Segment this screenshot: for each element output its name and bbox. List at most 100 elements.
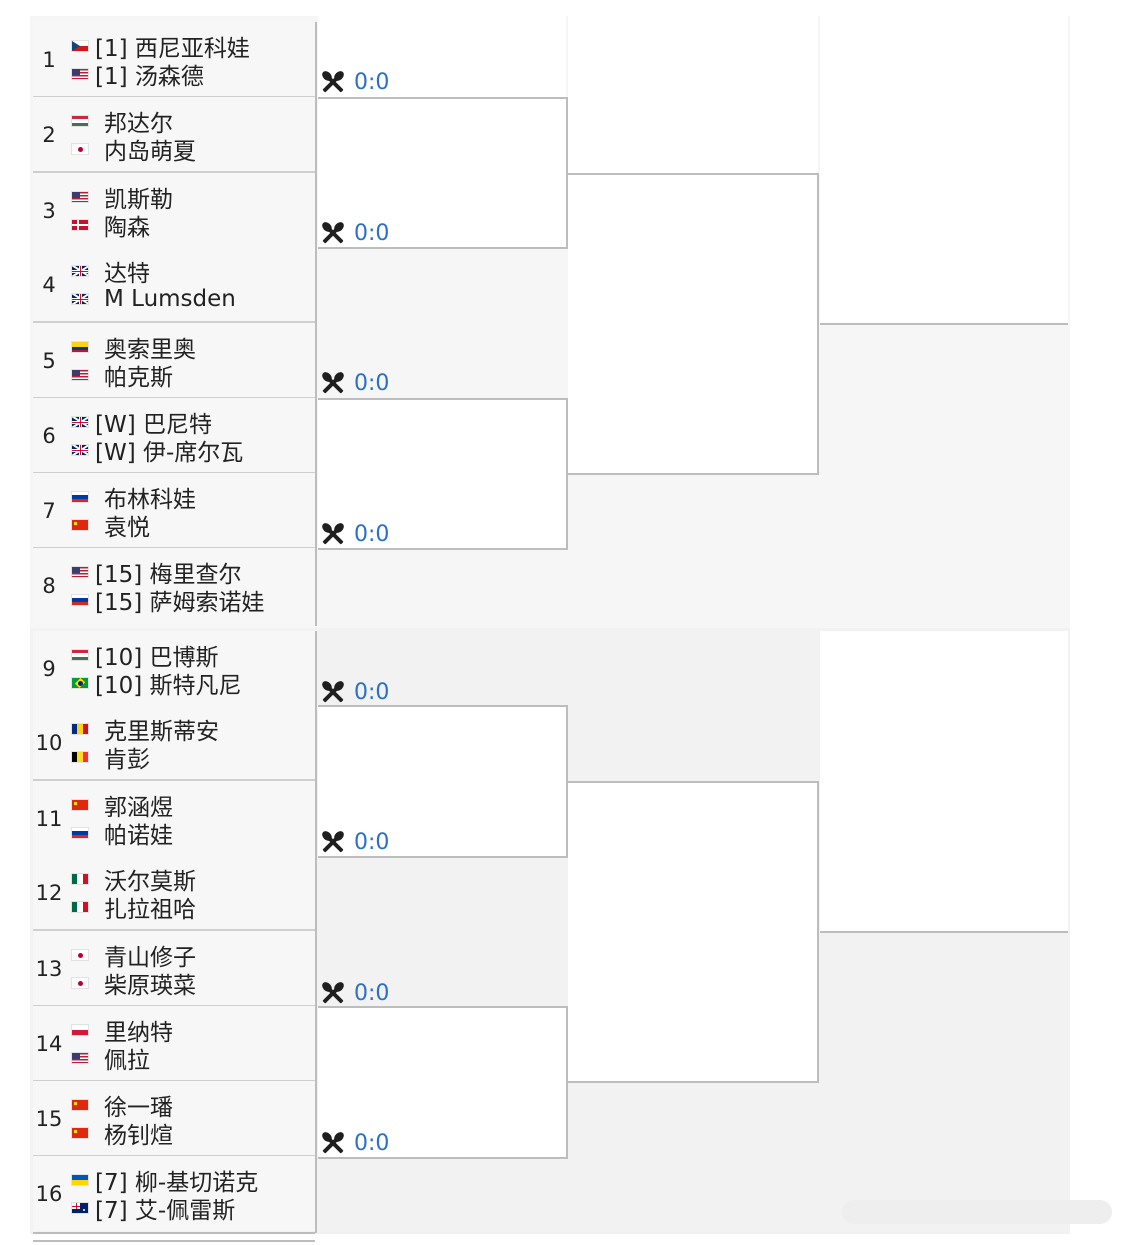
match-score[interactable]: 0:0 bbox=[320, 219, 389, 247]
tennis-racket-crossed-icon bbox=[322, 372, 344, 394]
draw-slot[interactable]: 11 郭涵煜帕诺娃 bbox=[33, 781, 315, 856]
player-name: 杨钊煊 bbox=[104, 1123, 173, 1149]
player-entry[interactable]: 里纳特 bbox=[71, 1016, 173, 1046]
player-entry[interactable]: M Lumsden bbox=[71, 285, 236, 313]
gb-flag-icon bbox=[71, 444, 89, 456]
co-flag-icon bbox=[71, 341, 89, 353]
ru-flag-icon bbox=[71, 594, 89, 606]
ru-flag-icon bbox=[71, 827, 89, 839]
player-entry[interactable]: 柴原瑛菜 bbox=[71, 969, 196, 999]
player-entry[interactable]: [W] 巴尼特 bbox=[71, 408, 212, 438]
draw-slot[interactable]: 10 克里斯蒂安肯彭 bbox=[33, 705, 315, 780]
match-score[interactable]: 0:0 bbox=[320, 68, 389, 96]
player-entry[interactable]: [15] 萨姆索诺娃 bbox=[71, 586, 265, 616]
bracket-cell bbox=[820, 631, 1068, 931]
player-name: 凯斯勒 bbox=[104, 187, 173, 213]
player-entry[interactable]: 青山修子 bbox=[71, 941, 196, 971]
score-value: 0:0 bbox=[354, 220, 390, 246]
player-entry[interactable]: 帕诺娃 bbox=[71, 819, 173, 849]
player-entry[interactable]: 帕克斯 bbox=[71, 361, 173, 391]
player-entry[interactable]: 佩拉 bbox=[71, 1044, 150, 1074]
bracket-cell bbox=[318, 705, 566, 856]
draw-position-number: 5 bbox=[42, 348, 56, 373]
player-entry[interactable]: [7] 艾-佩雷斯 bbox=[71, 1194, 235, 1224]
draw-slot[interactable]: 8[15] 梅里查尔[15] 萨姆索诺娃 bbox=[33, 548, 315, 623]
draw-position-number: 9 bbox=[42, 656, 56, 681]
be-flag-icon bbox=[71, 751, 89, 763]
player-entry[interactable]: [W] 伊-席尔瓦 bbox=[71, 436, 243, 466]
br-flag-icon bbox=[71, 677, 89, 689]
player-entry[interactable]: [10] 巴博斯 bbox=[71, 641, 219, 671]
match-score[interactable]: 0:0 bbox=[320, 520, 389, 548]
player-entry[interactable]: 肯彭 bbox=[71, 743, 150, 773]
bracket-horizontal-line bbox=[568, 781, 818, 783]
tennis-racket-crossed-icon bbox=[322, 831, 344, 853]
player-name: 内岛萌夏 bbox=[104, 139, 196, 165]
bracket-cell bbox=[568, 16, 818, 173]
player-entry[interactable]: 袁悦 bbox=[71, 511, 150, 541]
player-name: [1] 汤森德 bbox=[95, 64, 204, 90]
draw-position-number: 11 bbox=[35, 806, 63, 831]
bracket-horizontal-line bbox=[568, 1081, 818, 1083]
player-name: 柴原瑛菜 bbox=[104, 973, 196, 999]
bracket-horizontal-line bbox=[820, 323, 1068, 325]
player-entry[interactable]: 奥索里奥 bbox=[71, 333, 196, 363]
us-flag-icon bbox=[71, 369, 89, 381]
player-entry[interactable]: 沃尔莫斯 bbox=[71, 865, 196, 895]
player-entry[interactable]: 郭涵煜 bbox=[71, 791, 173, 821]
player-entry[interactable]: 扎拉祖哈 bbox=[71, 893, 196, 923]
player-entry[interactable]: 邦达尔 bbox=[71, 107, 173, 137]
gb-flag-icon bbox=[71, 293, 89, 305]
player-name: 沃尔莫斯 bbox=[104, 869, 196, 895]
match-score[interactable]: 0:0 bbox=[320, 678, 389, 706]
us-flag-icon bbox=[71, 1052, 89, 1064]
match-score[interactable]: 0:0 bbox=[320, 828, 389, 856]
scroll-indicator[interactable] bbox=[842, 1200, 1112, 1224]
draw-position-number: 1 bbox=[42, 47, 56, 72]
hu-flag-icon bbox=[71, 115, 89, 127]
cn-flag-icon bbox=[71, 519, 89, 531]
bracket-cell bbox=[318, 16, 566, 97]
tennis-racket-crossed-icon bbox=[322, 1132, 344, 1154]
player-entry[interactable]: 陶森 bbox=[71, 211, 150, 241]
player-entry[interactable]: [15] 梅里查尔 bbox=[71, 558, 242, 588]
match-score[interactable]: 0:0 bbox=[320, 979, 389, 1007]
player-entry[interactable]: 徐一璠 bbox=[71, 1091, 173, 1121]
match-score[interactable]: 0:0 bbox=[320, 369, 389, 397]
draw-slot[interactable]: 9 [10] 巴博斯[10] 斯特凡尼 bbox=[33, 631, 315, 706]
match-score[interactable]: 0:0 bbox=[320, 1129, 389, 1157]
cz-flag-icon bbox=[71, 40, 89, 52]
bracket-cell bbox=[318, 1006, 566, 1157]
draw-slot[interactable]: 1 [1] 西尼亚科娃[1] 汤森德 bbox=[33, 22, 315, 97]
draw-slot[interactable]: 16[7] 柳-基切诺克[7] 艾-佩雷斯 bbox=[33, 1156, 315, 1231]
player-name: 奥索里奥 bbox=[104, 337, 196, 363]
draw-slot[interactable]: 12 沃尔莫斯扎拉祖哈 bbox=[33, 855, 315, 930]
player-name: 布林科娃 bbox=[104, 487, 196, 513]
player-entry[interactable]: [7] 柳-基切诺克 bbox=[71, 1166, 258, 1196]
bracket-horizontal-line bbox=[318, 247, 567, 249]
tennis-racket-crossed-icon bbox=[322, 982, 344, 1004]
draw-position-number: 12 bbox=[35, 880, 63, 905]
gb-flag-icon bbox=[71, 265, 89, 277]
bracket-cell bbox=[568, 173, 818, 473]
player-entry[interactable]: [1] 汤森德 bbox=[71, 60, 204, 90]
player-entry[interactable]: [1] 西尼亚科娃 bbox=[71, 32, 250, 62]
player-entry[interactable]: 布林科娃 bbox=[71, 483, 196, 513]
player-entry[interactable]: [10] 斯特凡尼 bbox=[71, 669, 242, 699]
player-entry[interactable]: 凯斯勒 bbox=[71, 183, 173, 213]
draw-slot[interactable]: 6[W] 巴尼特[W] 伊-席尔瓦 bbox=[33, 398, 315, 473]
player-entry[interactable]: 杨钊煊 bbox=[71, 1119, 173, 1149]
player-entry[interactable]: 达特 bbox=[71, 257, 150, 287]
draw-position-number: 10 bbox=[35, 730, 63, 755]
draw-slot[interactable]: 5 奥索里奥帕克斯 bbox=[33, 323, 315, 398]
player-name: 邦达尔 bbox=[104, 111, 173, 137]
player-entry[interactable]: 内岛萌夏 bbox=[71, 135, 196, 165]
player-entry[interactable]: 克里斯蒂安 bbox=[71, 715, 219, 745]
